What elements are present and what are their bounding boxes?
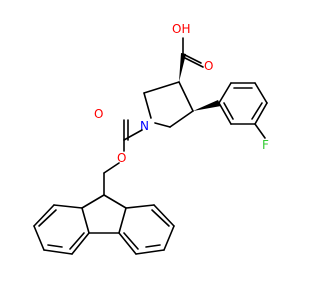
- bond-ar3: [254, 82, 268, 104]
- bond-rb4: [163, 225, 175, 251]
- bond-c5-n: [154, 122, 171, 128]
- carboxyl-o-label: O: [204, 59, 213, 73]
- bond-rb1: [118, 207, 127, 234]
- ring-nitrogen-label: N: [140, 119, 149, 133]
- bond-ar1: [218, 82, 232, 104]
- bond-lb-inner-2: [38, 209, 57, 227]
- bond-lb-inner-1: [69, 232, 85, 250]
- molecule-structure: OH O F N O O: [33, 22, 269, 255]
- bond-rb-inner-3: [145, 244, 161, 248]
- bond-n-co: [123, 129, 143, 141]
- bond-lb4: [33, 225, 45, 251]
- bond-lb-inner-3: [47, 244, 63, 248]
- bond-rb-inner-2: [151, 209, 170, 227]
- bond-lb3: [43, 249, 73, 255]
- bond-lb6: [53, 204, 83, 209]
- bond-c9-left: [81, 194, 105, 209]
- stereo-wedge-c3: [179, 53, 186, 82]
- bond-c-o-double-2: [184, 57, 204, 68]
- bond-lb5: [33, 204, 55, 227]
- bond-rb5: [153, 204, 175, 227]
- bond-ar-inner-2: [251, 102, 263, 120]
- bond-ar6: [218, 102, 232, 125]
- fluorenyl-group: [33, 172, 175, 255]
- bond-rb2: [118, 232, 137, 255]
- bond-ar4: [254, 102, 268, 125]
- bond-lb1: [81, 207, 90, 234]
- bond-c-o-double-1: [182, 53, 202, 64]
- carbamate-o-double-label: O: [94, 107, 103, 121]
- stereo-wedge-c4: [193, 100, 221, 111]
- bond-c9-right: [103, 194, 127, 209]
- carboxylic-acid: OH O: [172, 22, 213, 73]
- carbamate: O O: [94, 107, 143, 174]
- carboxyl-oh-label: OH: [172, 22, 190, 36]
- bond-lb2: [71, 232, 90, 255]
- fluorophenyl-ring: F: [218, 82, 269, 152]
- bond-c3-c4: [178, 81, 194, 112]
- bond-o-ch2: [103, 162, 120, 174]
- bond-rb3: [135, 249, 165, 255]
- bond-rb6: [125, 204, 155, 209]
- bond-c2-c3: [143, 81, 180, 94]
- fluorine-label: F: [262, 138, 269, 152]
- bond-ar-inner-3: [223, 102, 234, 120]
- carbamate-o-ester-label: O: [117, 151, 126, 165]
- bond-c4-c5: [169, 110, 194, 128]
- bond-rb-inner-1: [123, 232, 139, 250]
- bond-c-f: [254, 123, 266, 139]
- bond-n-c2: [143, 92, 152, 119]
- pyrrolidine-ring: [143, 81, 194, 128]
